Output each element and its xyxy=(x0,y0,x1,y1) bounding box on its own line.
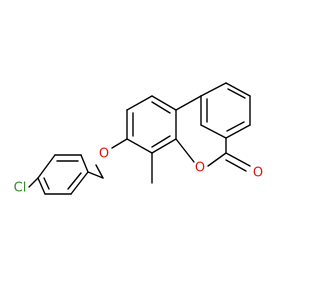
atom-label-ether-oxygen: O xyxy=(99,147,109,162)
bond-cl-ring-3 xyxy=(37,154,56,179)
bond-carbonyl-1 xyxy=(225,152,251,167)
bond-top-ring-1 xyxy=(225,82,251,97)
bond-mid-ring-1 xyxy=(151,95,177,111)
bond-mid-ring-2 xyxy=(126,95,153,111)
atom-label-ring-oxygen: O xyxy=(195,161,205,176)
bond-cl-ring-double-2 xyxy=(43,177,50,190)
bond-top-ring-double-2 xyxy=(226,121,245,132)
bond-mid-ring-double-3 xyxy=(151,135,171,148)
bond-aryl-ether xyxy=(111,138,128,149)
atom-label-layer: Cl O O O xyxy=(14,147,263,196)
diagram-background xyxy=(0,0,300,300)
bond-top-ring-3 xyxy=(225,124,251,139)
bond-ch2-aryl xyxy=(87,171,104,179)
molecule-structure-diagram: Cl O O O xyxy=(0,0,300,300)
bond-pyranone-1 xyxy=(175,95,202,111)
bond-mid-ring-double-1 xyxy=(151,101,171,114)
bond-mid-ring-5 xyxy=(151,138,177,154)
bond-pyranone-3 xyxy=(175,138,195,163)
bond-carbonyl-2 xyxy=(225,159,247,172)
bond-pyranone-4 xyxy=(207,152,227,167)
bond-cl-ring-double-3 xyxy=(67,172,82,190)
bond-cl-ring-6 xyxy=(70,171,89,195)
bond-top-ring-6 xyxy=(200,82,227,97)
bond-top-ring-4 xyxy=(200,124,227,139)
atom-label-chlorine: Cl xyxy=(14,181,27,196)
bond-c-cl xyxy=(28,177,39,188)
bond-cl-ring-1 xyxy=(80,154,89,173)
atom-label-carbonyl-oxygen: O xyxy=(253,166,263,181)
bond-top-ring-double-1 xyxy=(227,88,246,99)
bond-ether-ch2 xyxy=(95,164,104,179)
bond-mid-ring-4 xyxy=(126,138,153,154)
bond-cl-ring-4 xyxy=(37,177,46,195)
bond-layer xyxy=(28,82,251,195)
